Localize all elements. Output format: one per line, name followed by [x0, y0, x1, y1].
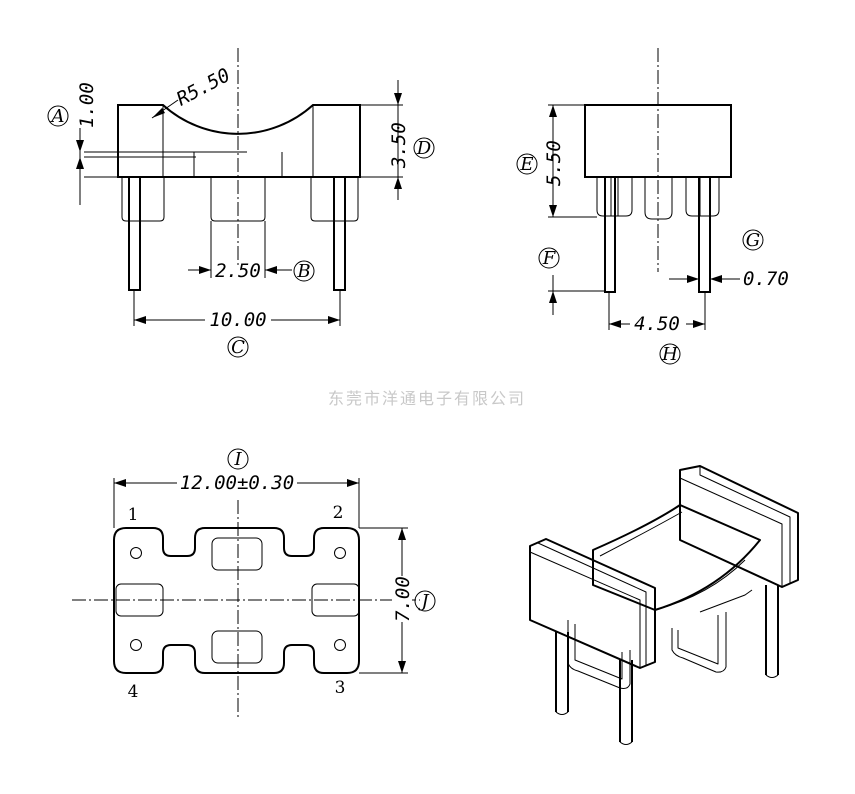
tag-j: J	[417, 591, 430, 612]
dim-j-value: 7.00	[392, 576, 414, 622]
dim-g-value: 0.70	[743, 268, 789, 290]
side-pin-right	[698, 176, 711, 293]
tag-b: B	[296, 261, 310, 282]
bottom-slot-top	[211, 537, 263, 571]
bottom-slot-right	[311, 583, 360, 617]
side-pin-left	[604, 176, 616, 293]
dim-h-value: 4.50	[634, 313, 680, 335]
front-foot-center	[210, 177, 266, 222]
tag-c: C	[231, 337, 245, 358]
dim-a-value: 1.00	[76, 82, 98, 128]
dim-b-value: 2.50	[215, 260, 261, 282]
pin-hole-2	[334, 547, 346, 559]
front-view: R5.50 1.00 A 3.50 D 2.50 B 10.00 C	[47, 48, 435, 358]
front-foot-left	[121, 177, 165, 222]
pin-number-2: 2	[333, 503, 344, 523]
isometric-view	[529, 465, 799, 745]
dim-d-value: 3.50	[388, 122, 410, 169]
pin-number-3: 3	[335, 678, 346, 698]
bottom-view: 1 2 3 4 12.00±0.30 I 7.00 J	[72, 448, 436, 720]
pin-hole-4	[130, 639, 142, 651]
dim-i-value: 12.00±0.30	[180, 472, 294, 494]
pin-hole-1	[130, 547, 142, 559]
tag-e: E	[519, 154, 533, 175]
tag-d: D	[416, 138, 432, 159]
front-pin-left	[128, 176, 141, 291]
pin-number-1: 1	[128, 505, 139, 525]
radius-label: R5.50	[173, 64, 234, 110]
pin-hole-3	[334, 639, 346, 651]
dim-c-value: 10.00	[209, 309, 266, 331]
bottom-slot-left	[115, 583, 164, 617]
tag-f: F	[542, 248, 557, 269]
tag-h: H	[661, 344, 678, 365]
pin-number-4: 4	[128, 682, 139, 702]
tag-a: A	[50, 106, 65, 127]
dim-e-value: 5.50	[543, 140, 565, 186]
side-body-outline	[584, 104, 732, 178]
tag-g: G	[746, 230, 760, 251]
front-pin-right	[333, 176, 346, 291]
side-view: 5.50 E F 0.70 G 4.50 H	[516, 48, 789, 365]
tag-i: I	[233, 449, 242, 470]
bottom-base-outline	[113, 527, 360, 674]
bottom-slot-bottom	[211, 630, 263, 664]
company-watermark: 东莞市洋通电子有限公司	[328, 389, 526, 408]
